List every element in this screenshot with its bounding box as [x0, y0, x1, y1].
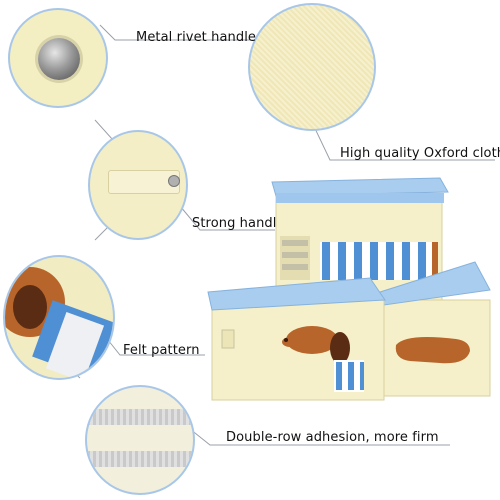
- front-storage-box: [207, 277, 386, 401]
- dachshund-illustration: [282, 326, 364, 392]
- felt-dark-shape: [13, 285, 47, 329]
- adhesion-label: Double-row adhesion, more firm: [226, 430, 439, 445]
- rivet-detail-circle: [8, 8, 108, 108]
- velcro-row-1: [87, 409, 193, 425]
- felt-pattern-circle: [3, 255, 115, 380]
- felt-pattern-label: Felt pattern: [123, 343, 200, 358]
- right-storage-box: [379, 261, 491, 397]
- top-box-stripes: [320, 242, 438, 280]
- metal-rivet-label: Metal rivet handle: [136, 30, 257, 45]
- strong-handle-label: Strong handle: [192, 216, 285, 231]
- velcro-row-2: [87, 451, 193, 467]
- oxford-cloth-circle: [248, 3, 376, 131]
- adhesion-detail-circle: [85, 385, 195, 495]
- oxford-cloth-label: High quality Oxford cloth: [340, 146, 500, 161]
- handle-rivet-icon: [168, 175, 180, 187]
- rivet-icon: [38, 38, 80, 80]
- handle-detail-circle: [88, 130, 188, 240]
